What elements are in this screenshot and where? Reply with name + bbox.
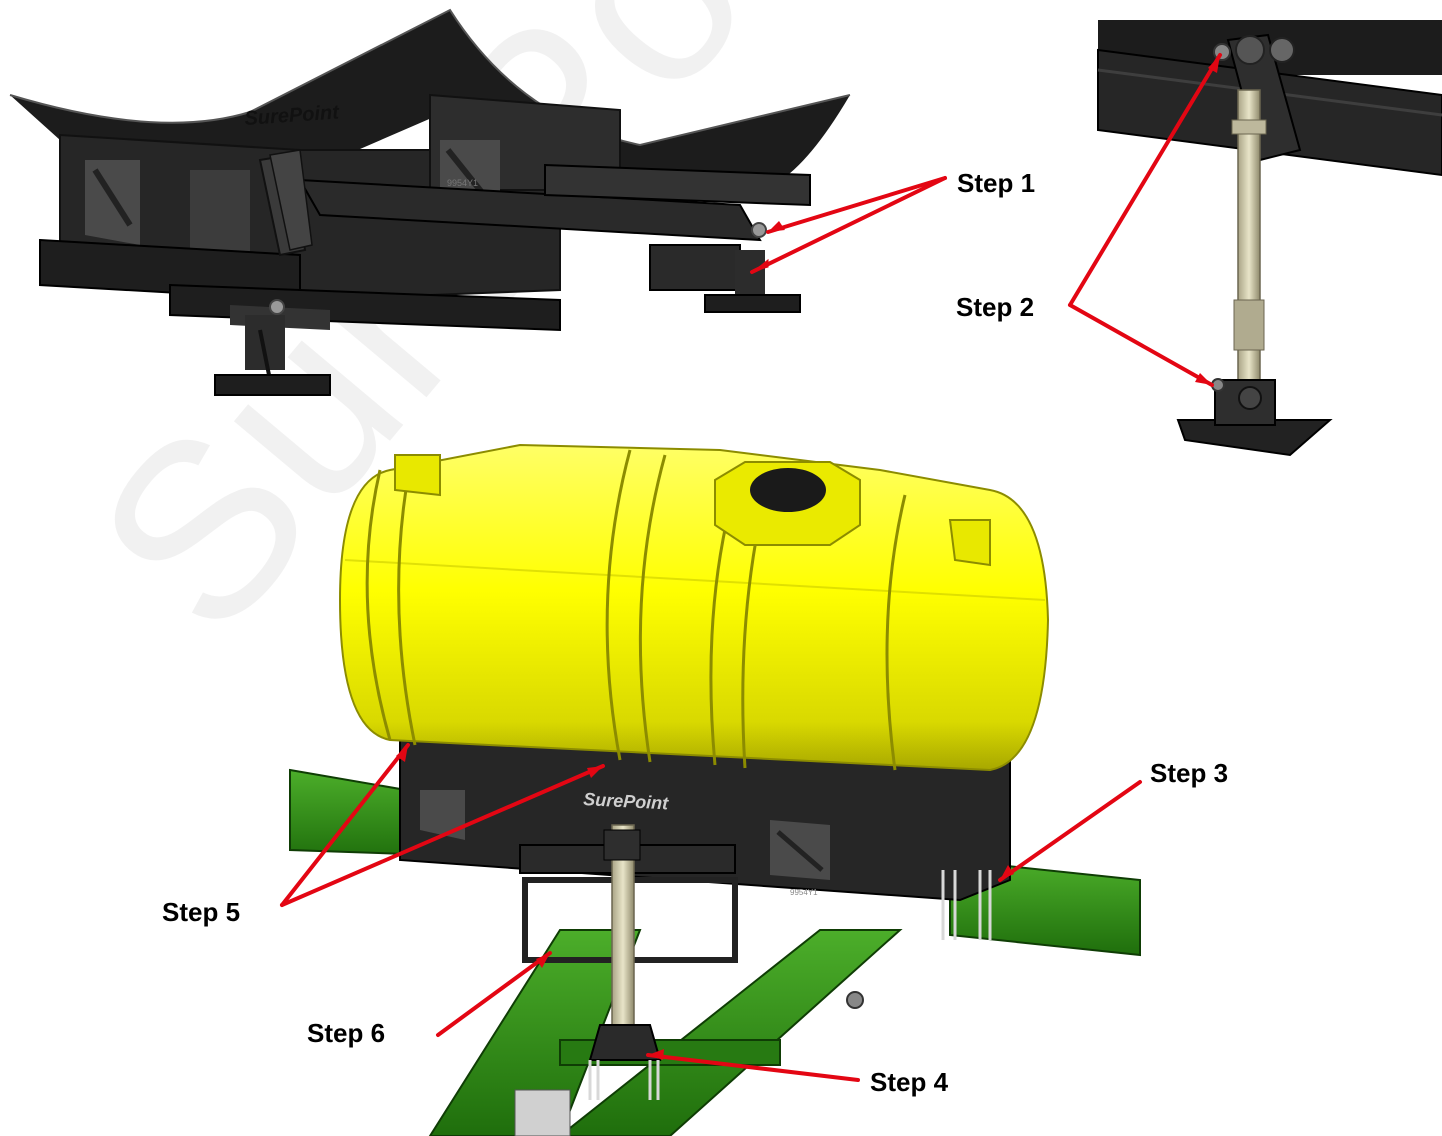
step1-label: Step 1	[957, 168, 1036, 198]
arrow-step6	[436, 951, 552, 1037]
arrow-step4	[646, 1053, 860, 1082]
step6-label: Step 6	[307, 1018, 386, 1048]
cradle-part-number: 9954Y1	[447, 178, 478, 188]
turnbuckle-closeup	[1097, 20, 1442, 457]
tank-cradle-part-number: 9954Y1	[790, 888, 818, 897]
step5-label: Step 5	[162, 897, 241, 927]
step3-label: Step 3	[1150, 758, 1229, 788]
callout-arrows	[280, 53, 1222, 1082]
arrow-step1b	[750, 176, 947, 274]
tank-cradle-brand-text: SurePoint	[583, 789, 670, 813]
callout-arrowheads	[396, 55, 1220, 1060]
poly-tank	[338, 443, 1050, 772]
tank-cradle: SurePoint 9954Y1	[399, 738, 1011, 963]
arrow-step2b	[1068, 303, 1214, 387]
arrow-step5a	[280, 743, 410, 907]
tank-body	[338, 443, 1050, 772]
cradle-frame-top: SurePoint 9954Y1	[9, 8, 851, 396]
arrow-step2a	[1068, 53, 1222, 307]
step4-label: Step 4	[870, 1067, 949, 1097]
step2-label: Step 2	[956, 292, 1035, 322]
arrow-step3	[998, 780, 1142, 882]
arrow-step1a	[766, 176, 947, 234]
arrow-step5b	[280, 764, 605, 907]
turnbuckle-assembly	[588, 824, 662, 1100]
